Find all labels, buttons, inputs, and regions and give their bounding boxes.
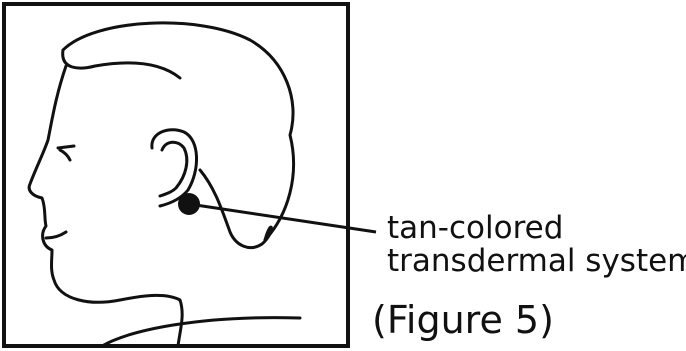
neck-back [200,170,271,248]
mouth [46,232,66,238]
callout-label-line-2: transdermal system [387,246,686,277]
figure-frame [4,4,348,346]
callout-label-line-1: tan-colored [387,213,563,244]
eye-lower [60,150,70,160]
head-profile-icon [29,23,300,346]
figure-caption: (Figure 5) [372,300,554,340]
eye [58,146,74,148]
shoulder [102,318,300,346]
face-profile [29,66,120,302]
hair-front [63,50,180,78]
neck-front [120,295,182,346]
ear-inner [160,142,187,196]
